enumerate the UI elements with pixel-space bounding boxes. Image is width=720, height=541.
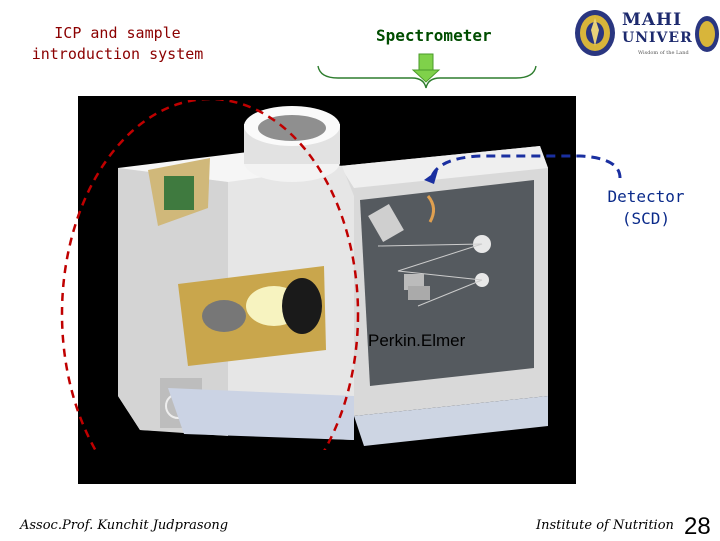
author-footer: Assoc.Prof. Kunchit Judprasong	[20, 518, 229, 533]
spectrometer-brace-arrow	[317, 53, 537, 89]
fiber	[426, 195, 435, 223]
mirror-1	[368, 204, 404, 242]
spectrometer-label: Spectrometer	[376, 26, 492, 45]
emblem-icon	[575, 10, 615, 56]
university-logo: MAHI UNIVER Wisdom of the Land	[572, 6, 720, 62]
detector-label: Detector (SCD)	[607, 187, 685, 228]
icp-oes-instrument-illustration	[118, 106, 548, 446]
curly-brace	[317, 65, 537, 89]
icp-system-label: ICP and sample introduction system	[31, 24, 204, 63]
icp-highlight-circle	[60, 100, 360, 450]
logo-line2: UNIVER	[622, 30, 693, 46]
emblem-icon-right	[695, 16, 719, 52]
instrument-photo	[78, 96, 576, 484]
arrow-shaft	[418, 53, 434, 71]
scd-detector	[408, 286, 430, 300]
arrow-head	[411, 69, 441, 83]
optics-chamber	[360, 180, 534, 386]
logo-line1: MAHI	[622, 10, 683, 30]
logo-tagline: Wisdom of the Land	[638, 50, 689, 56]
detector-arrow	[424, 154, 622, 184]
institute-footer: Institute of Nutrition	[536, 518, 674, 533]
brand-label: Perkin.Elmer	[368, 331, 466, 350]
page-number: 28	[684, 513, 711, 540]
